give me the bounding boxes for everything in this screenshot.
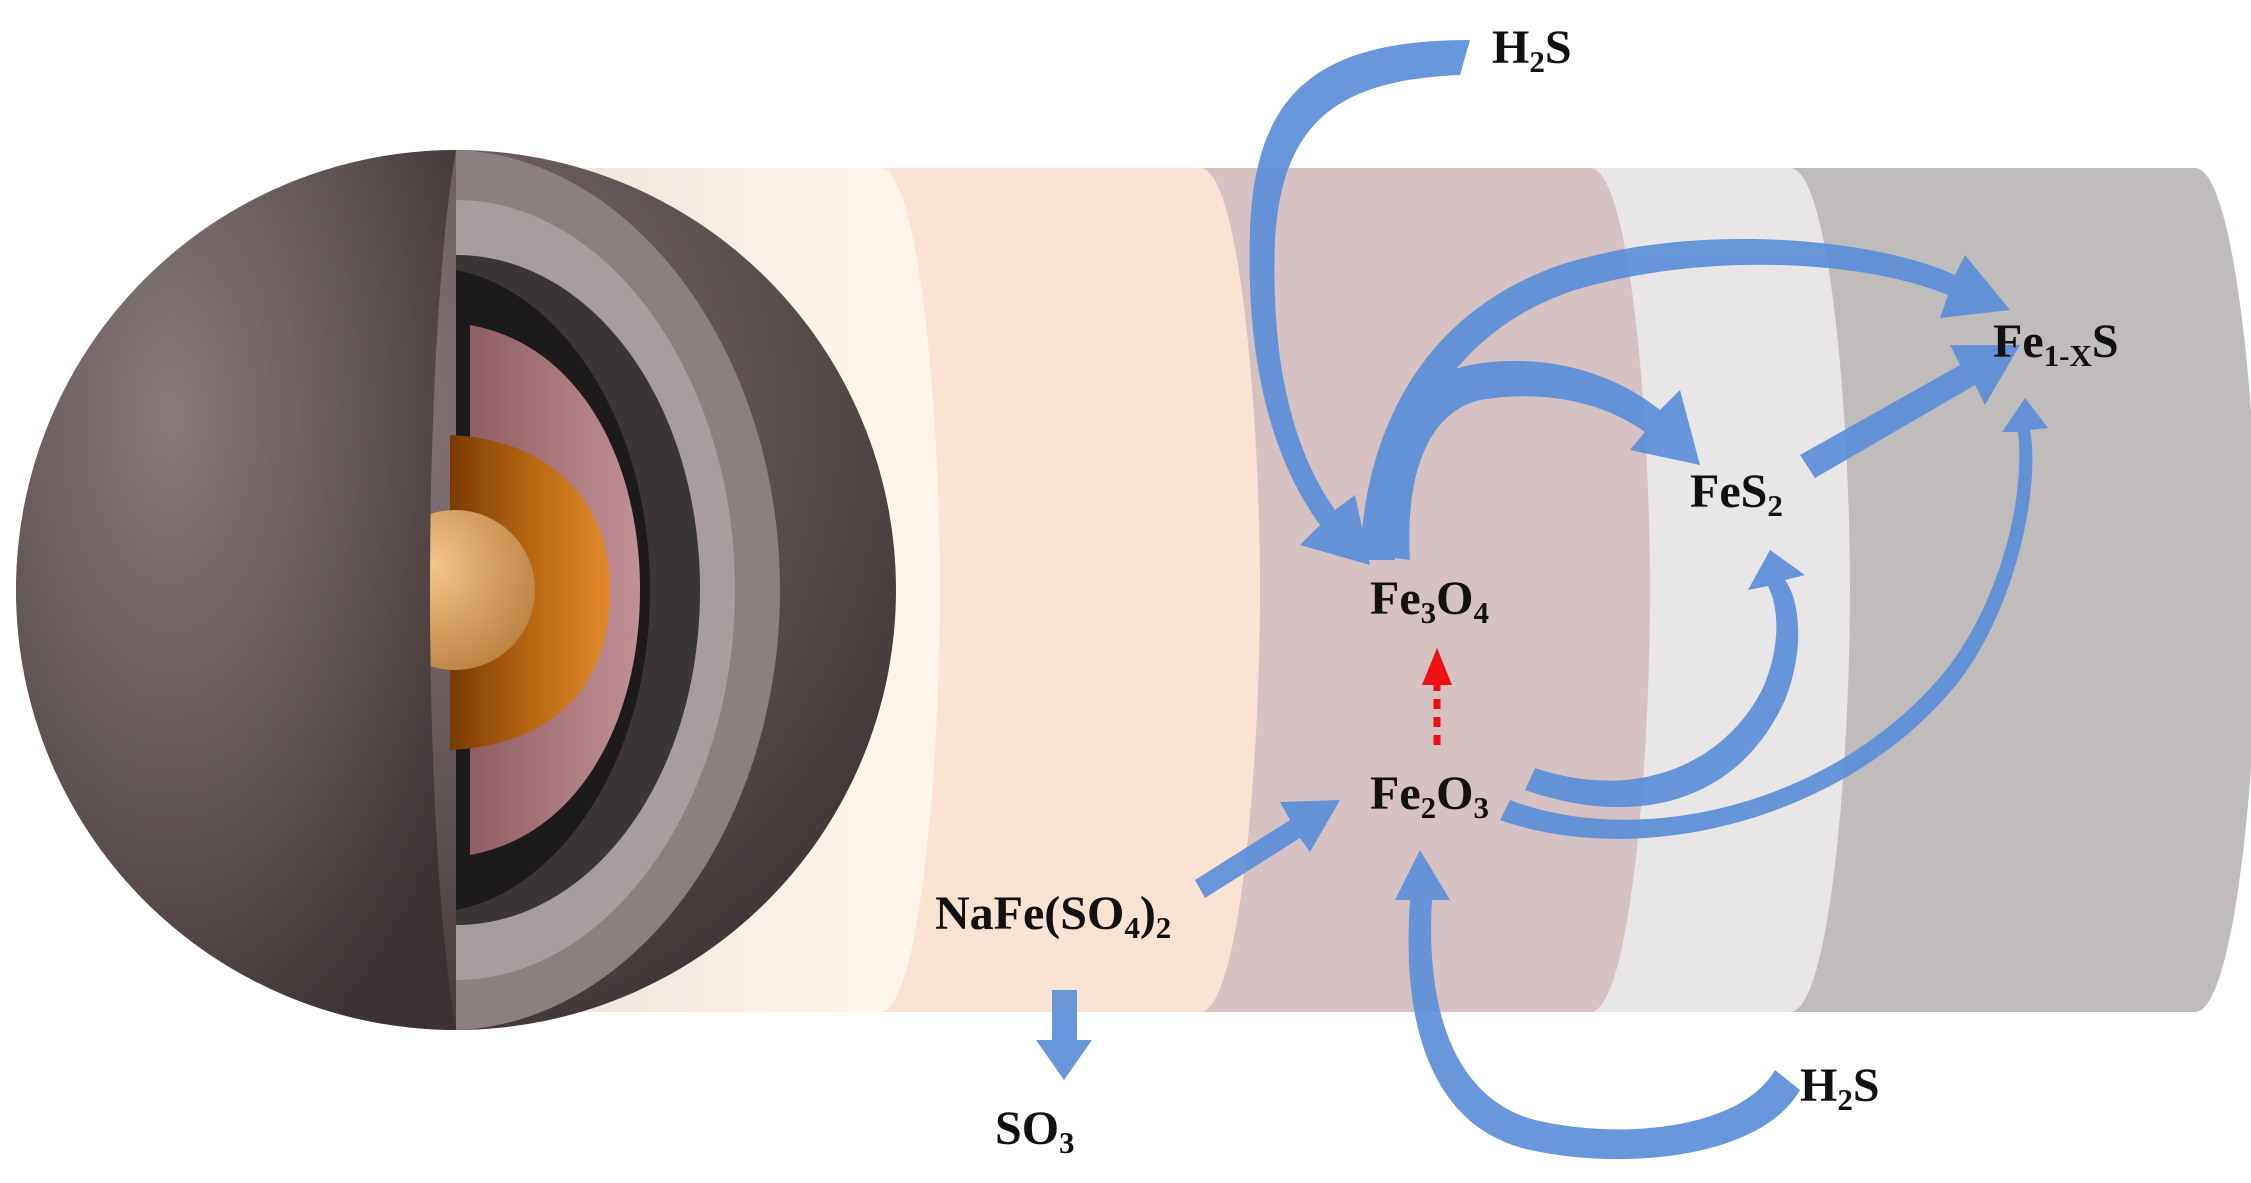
arrow-fe2o3-to-fe1xs-outer [1500, 398, 2048, 839]
label-fes2: FeS2 [1690, 465, 1783, 523]
label-h2s-top: H2S [1492, 21, 1572, 79]
label-fe3o4: Fe3O4 [1370, 572, 1489, 630]
reaction-arrows [1036, 40, 2048, 1160]
arrow-fe2o3-to-fes2 [1525, 550, 1805, 808]
arrow-fes2-to-fe1xs [1800, 345, 2020, 478]
core-shell-particle [16, 150, 896, 1030]
arrow-fe3o4-to-fes2 [1370, 360, 1700, 560]
label-fe2o3: Fe2O3 [1370, 767, 1489, 825]
label-fe1xs: Fe1-XS [1993, 315, 2119, 373]
label-nafeso4: NaFe(SO4)2 [935, 887, 1172, 945]
label-h2s-bottom: H2S [1800, 1059, 1880, 1117]
layer-gray [1790, 168, 2251, 1012]
dashed-arrow-fe2o3-to-fe3o4 [1422, 648, 1452, 745]
arrow-fe3o4-to-fe1xs [1360, 238, 2010, 560]
label-so3: SO3 [995, 1102, 1075, 1160]
arrow-nafeso4-to-so3 [1036, 990, 1092, 1080]
arrow-h2s-to-fe2o3 [1395, 850, 1800, 1160]
layer-peach [880, 168, 1260, 1012]
arrow-nafeso4-to-fe2o3 [1195, 800, 1340, 898]
